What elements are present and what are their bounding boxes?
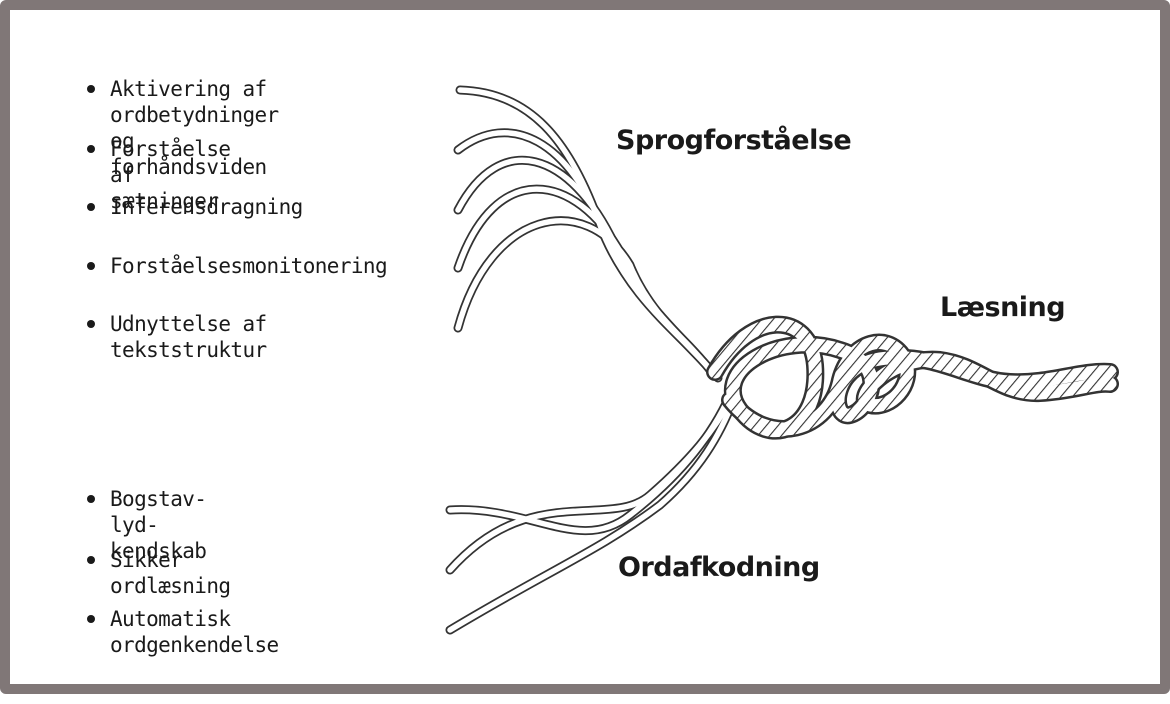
list-item: Bogstav-lyd-kendskab <box>82 486 207 564</box>
reading-rope-illustration <box>445 85 1119 635</box>
strand-upper-4 <box>453 184 721 381</box>
list-item: Udnyttelse af tekststruktur <box>82 311 267 363</box>
language-comprehension-title: Sprogforståelse <box>616 125 852 156</box>
list-item: Automatisk ordgenkendelse <box>82 606 279 658</box>
list-item: Sikker ordlæsning <box>82 547 231 599</box>
lower-strands <box>445 390 739 635</box>
strand-upper-5 <box>453 216 723 383</box>
list-item: Inferensdragning <box>82 194 303 220</box>
list-item: Forståelsesmonitonering <box>82 253 388 279</box>
word-decoding-title: Ordafkodning <box>618 552 820 583</box>
list-item: Aktivering af ordbetydninger og forhånds… <box>82 76 279 180</box>
list-item: Forståelse af sætninger <box>82 136 231 214</box>
upper-strands <box>453 85 723 383</box>
braided-rope <box>706 315 1119 440</box>
reading-title: Læsning <box>940 292 1066 323</box>
strand-lower-2 <box>445 392 737 575</box>
